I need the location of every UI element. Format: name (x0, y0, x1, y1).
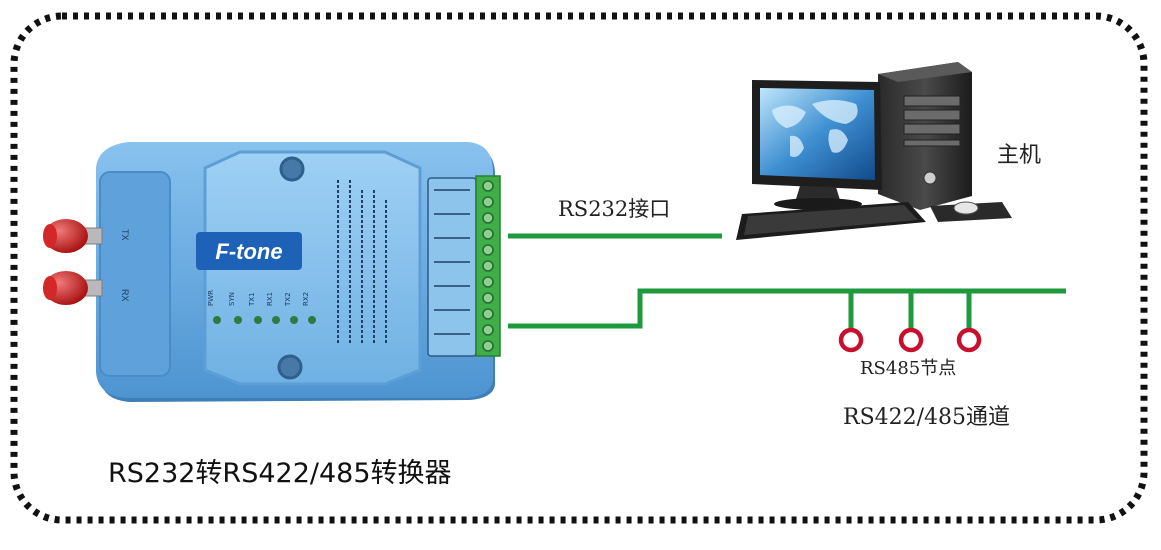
led-tx2 (290, 316, 298, 324)
label-rs485-node: RS485节点 (860, 358, 956, 379)
led-syn (234, 316, 242, 324)
led-label-tx2: TX2 (284, 292, 292, 307)
brand-logo-text: F-tone (215, 239, 282, 264)
led-label-pwr: PWR (207, 290, 215, 306)
node-1 (838, 327, 864, 353)
connection-lines (508, 233, 1066, 330)
label-rs232-interface: RS232接口 (558, 197, 670, 221)
port-label-rx: RX (120, 289, 130, 302)
led-row (213, 316, 316, 324)
rs485-bus-line (508, 288, 1066, 329)
left-panel (99, 171, 171, 377)
node-3 (956, 327, 982, 353)
label-channel: RS422/485通道 (843, 405, 1010, 430)
terminal-panel (427, 177, 477, 357)
port-label-tx: TX (120, 229, 130, 241)
pc-tower (878, 62, 972, 210)
label-converter-title: RS232转RS422/485转换器 (108, 458, 452, 489)
label-host: 主机 (997, 143, 1041, 168)
led-tx1 (254, 316, 262, 324)
spec-label-lines (337, 180, 387, 345)
led-pwr (213, 316, 221, 324)
screw-bottom (277, 354, 303, 380)
screw-top (279, 156, 305, 182)
terminal-panel-lines (434, 189, 470, 335)
monitor-screen (760, 88, 875, 180)
led-label-rx2: RX2 (302, 292, 310, 306)
world-map-shapes (772, 100, 858, 157)
led-rx1 (272, 316, 280, 324)
rs485-nodes (838, 327, 982, 353)
terminal-screws (482, 180, 494, 352)
led-label-rx1: RX1 (266, 292, 274, 306)
mouse (953, 201, 979, 215)
node-2 (898, 327, 924, 353)
sma-connector-tx (43, 219, 103, 253)
top-panel (203, 150, 422, 386)
dotted-border (10, 12, 1148, 524)
converter-device: F-tone PWR SYN TX1 RX1 TX2 RX2 TX (43, 142, 501, 402)
led-label-tx1: TX1 (248, 292, 256, 307)
led-rx2 (308, 316, 316, 324)
led-label-syn: SYN (228, 292, 236, 306)
sma-connector-rx (43, 271, 103, 305)
host-computer (736, 62, 1012, 240)
brand-logo (196, 232, 302, 270)
